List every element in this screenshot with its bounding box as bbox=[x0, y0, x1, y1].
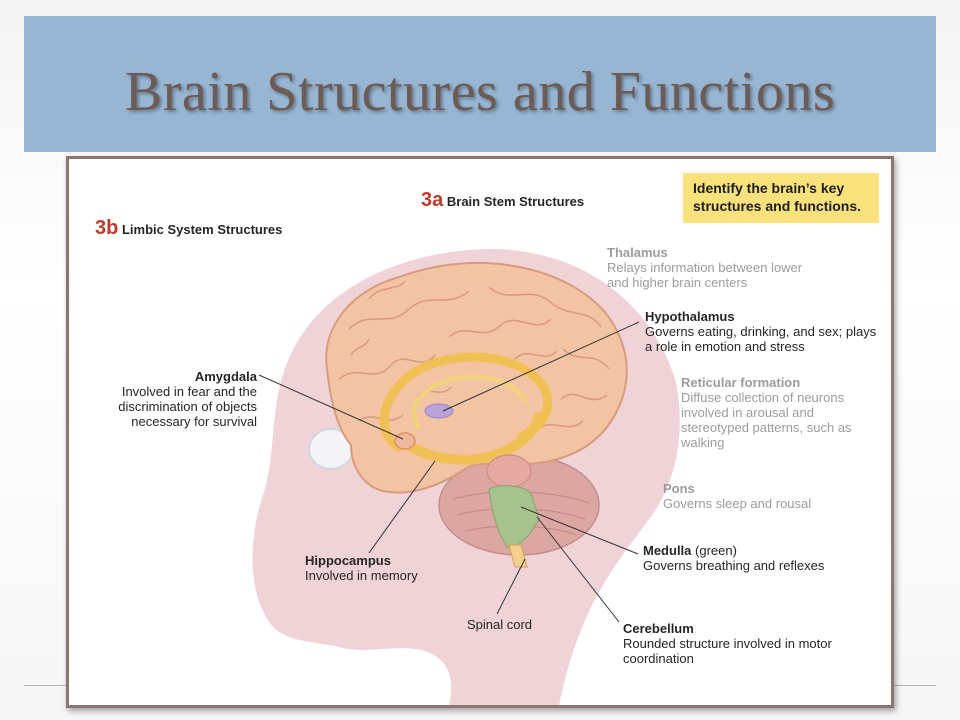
amygdala-shape bbox=[394, 432, 416, 450]
reticular-formation-label: Reticular formation Diffuse collection o… bbox=[681, 375, 881, 450]
medulla-name: Medulla bbox=[643, 543, 692, 558]
reticular-formation-name: Reticular formation bbox=[681, 375, 801, 390]
hippocampus-desc: Involved in memory bbox=[305, 568, 418, 583]
divider-right bbox=[892, 685, 936, 686]
spinal-cord-label: Spinal cord bbox=[467, 617, 533, 632]
pons-name: Pons bbox=[663, 481, 695, 496]
cerebellum-name: Cerebellum bbox=[623, 621, 694, 636]
medulla-shape bbox=[488, 484, 540, 548]
spinal-cord-shape bbox=[508, 544, 528, 568]
title-band: Brain Structures and Functions bbox=[24, 16, 936, 152]
hypothalamus-desc: Governs eating, drinking, and sex; plays… bbox=[645, 324, 877, 354]
section-3b-heading: 3b Limbic System Structures bbox=[95, 218, 283, 238]
brain-illustration bbox=[252, 249, 680, 705]
section-3a-number: 3a bbox=[421, 189, 444, 211]
hippocampus-name: Hippocampus bbox=[305, 553, 391, 568]
pointer-lines bbox=[258, 321, 640, 623]
amygdala-name: Amygdala bbox=[194, 369, 257, 384]
cerebellum-desc: Rounded structure involved in motor coor… bbox=[623, 636, 832, 666]
hippocampus-label: Hippocampus Involved in memory bbox=[305, 553, 465, 583]
reticular-formation-desc: Diffuse collection of neurons involved i… bbox=[681, 390, 852, 450]
thalamus-label: Thalamus Relays information between lowe… bbox=[607, 245, 827, 290]
cerebellum-label: Cerebellum Rounded structure involved in… bbox=[623, 621, 843, 666]
section-3b-label: Limbic System Structures bbox=[121, 222, 283, 237]
thalamus-desc: Relays information between lower and hig… bbox=[607, 260, 803, 290]
medulla-desc: Governs breathing and reflexes bbox=[643, 558, 825, 573]
objective-callout: Identify the brain’s key structures and … bbox=[683, 173, 879, 223]
limbic-ring bbox=[379, 352, 553, 452]
pons-desc: Governs sleep and rousal bbox=[663, 496, 812, 511]
divider-left bbox=[24, 685, 68, 686]
section-3b-number: 3b bbox=[95, 217, 119, 239]
thalamus-name: Thalamus bbox=[607, 245, 668, 260]
hypothalamus-shape bbox=[424, 403, 454, 419]
pons-shape bbox=[486, 454, 532, 488]
hypothalamus-name: Hypothalamus bbox=[645, 309, 735, 324]
brain-figure: Identify the brain’s key structures and … bbox=[66, 156, 894, 708]
slide-title: Brain Structures and Functions bbox=[124, 61, 836, 123]
amygdala-label: Amygdala Involved in fear and the discri… bbox=[93, 369, 257, 429]
hippocampus-shape bbox=[400, 412, 544, 465]
pons-label: Pons Governs sleep and rousal bbox=[663, 481, 863, 511]
medulla-label: Medulla (green) Governs breathing and re… bbox=[643, 543, 883, 573]
section-3a-label: Brain Stem Structures bbox=[446, 194, 585, 209]
medulla-note: (green) bbox=[695, 543, 737, 558]
section-3a-heading: 3a Brain Stem Structures bbox=[421, 190, 585, 210]
amygdala-desc: Involved in fear and the discrimination … bbox=[118, 384, 257, 429]
hypothalamus-label: Hypothalamus Governs eating, drinking, a… bbox=[645, 309, 885, 354]
